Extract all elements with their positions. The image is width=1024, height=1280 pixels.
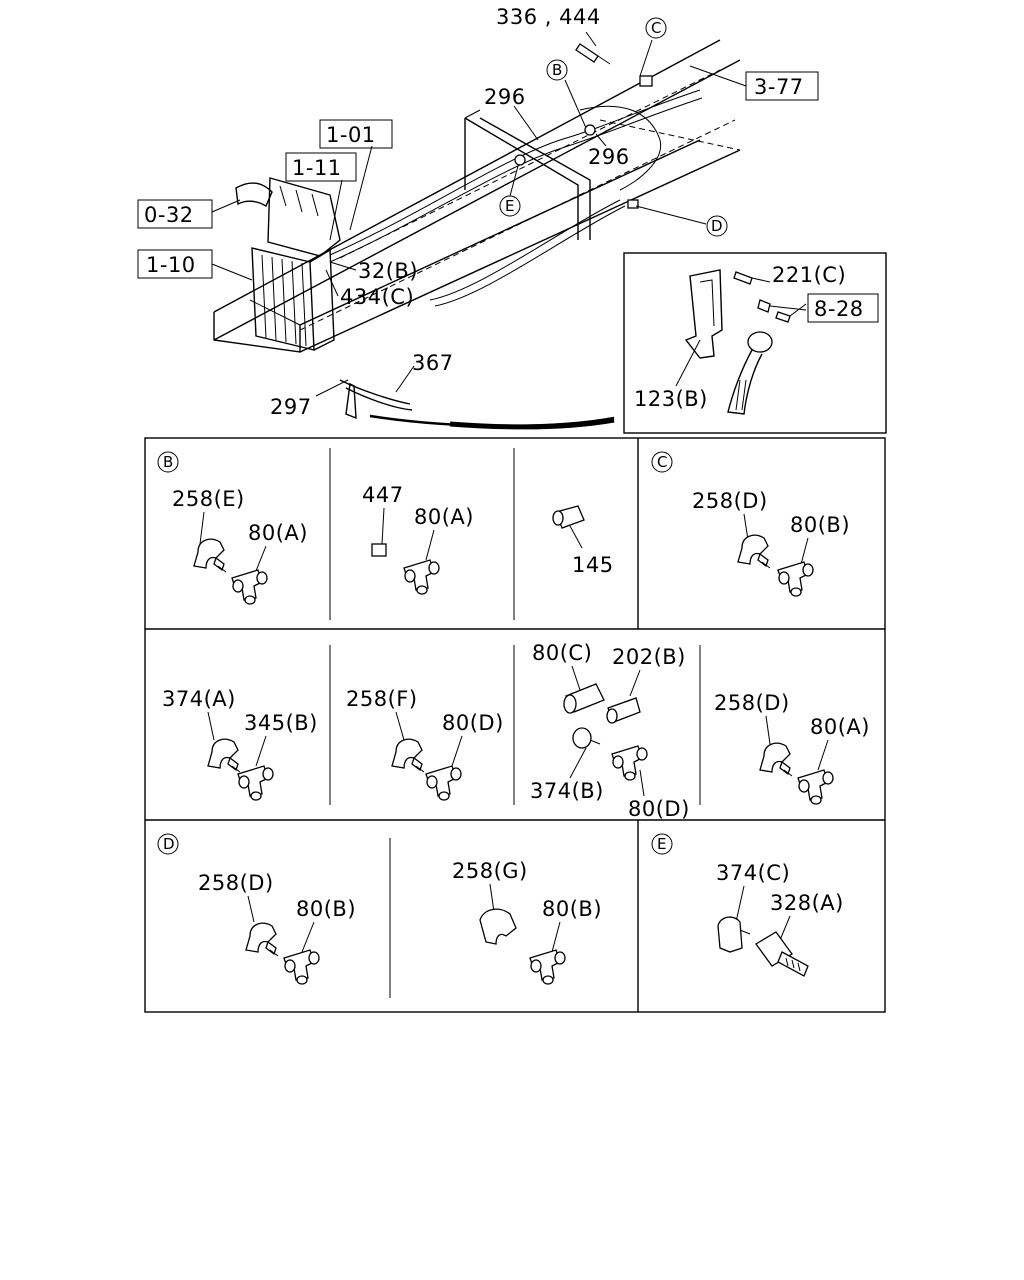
panel-d-letter: D: [157, 833, 179, 855]
circle-marker-b: B: [546, 59, 568, 81]
callout-434c: 434(C): [340, 285, 414, 309]
callout-297: 297: [270, 395, 312, 419]
circle-marker-e: E: [499, 195, 521, 217]
panel-d-cell1-label-b: 80(B): [296, 897, 356, 921]
callout-296-a: 296: [484, 85, 526, 109]
callout-box-0-32: [137, 199, 213, 229]
panel-c-cell1-label-a: 258(D): [692, 489, 768, 513]
panel-d-cell2-label-b: 80(B): [542, 897, 602, 921]
panel-d: D 258(D) 80(B) 258(G) 80(B): [157, 833, 602, 985]
row2-cell4-label-a: 258(D): [714, 691, 790, 715]
panel-b-cell2-label-a: 447: [362, 483, 404, 507]
callout-296-b: 296: [588, 145, 630, 169]
inset-callout-221c: 221(C): [772, 263, 846, 287]
callout-367: 367: [412, 351, 454, 375]
panel-e: E 374(C) 328(A): [651, 833, 844, 977]
inset-callout-box-8-28: [807, 293, 879, 323]
callout-box-1-11: [285, 152, 357, 182]
row2-cell2-label-a: 258(F): [346, 687, 418, 711]
panel-b-cell3-label-a: 145: [572, 553, 614, 577]
panel-grid: [144, 437, 886, 1013]
callout-3-77: 3-77: [754, 75, 804, 99]
callout-1-01: 1-01: [326, 123, 376, 147]
svg-text:E: E: [657, 835, 666, 853]
callout-1-10: 1-10: [146, 253, 196, 277]
row2-cell3-label-d: 80(D): [628, 797, 690, 821]
svg-text:C: C: [651, 19, 661, 37]
callout-1-11: 1-11: [292, 156, 342, 180]
callout-box-1-01: [319, 119, 393, 149]
panel-c-cell1-label-b: 80(B): [790, 513, 850, 537]
svg-text:B: B: [552, 61, 562, 79]
row2-cell3-label-c: 374(B): [530, 779, 604, 803]
inset-callout-8-28: 8-28: [814, 297, 864, 321]
top-leader-lines: [211, 31, 747, 397]
circle-marker-d: D: [706, 215, 728, 237]
svg-text:D: D: [711, 217, 723, 235]
svg-text:B: B: [163, 453, 173, 471]
callout-0-32: 0-32: [144, 203, 194, 227]
callout-32b: 32(B): [358, 259, 418, 283]
panel-c-letter: C: [651, 451, 673, 473]
svg-text:C: C: [657, 453, 667, 471]
panel-b-letter: B: [157, 451, 179, 473]
inset-bracket-drawing: [675, 269, 807, 415]
row2-cell3-label-b: 202(B): [612, 645, 686, 669]
circle-marker-c: C: [645, 17, 667, 39]
svg-text:E: E: [505, 197, 514, 215]
panel-b-cell1-label-b: 80(A): [248, 521, 308, 545]
row2-cell4-label-b: 80(A): [810, 715, 870, 739]
panel-d-cell2-label-a: 258(G): [452, 859, 528, 883]
inset-frame: [623, 252, 887, 434]
svg-text:D: D: [163, 835, 175, 853]
panel-e-letter: E: [651, 833, 673, 855]
panel-e-cell1-label-b: 328(A): [770, 891, 844, 915]
callout-box-1-10: [137, 249, 213, 279]
row2-cell3-label-a: 80(C): [532, 641, 592, 665]
panel-b: B 258(E) 80(A) 447 80(A) 145: [157, 451, 614, 605]
panel-d-cell1-label-a: 258(D): [198, 871, 274, 895]
panel-e-cell1-label-a: 374(C): [716, 861, 790, 885]
panel-row2: 374(A) 345(B) 258(F) 80(D) 80(C) 202(B) …: [162, 641, 870, 821]
callout-box-3-77: [745, 71, 819, 101]
inset-callout-123b: 123(B): [634, 387, 708, 411]
panel-c: C 258(D) 80(B): [651, 451, 850, 597]
callout-336-444: 336 , 444: [496, 5, 601, 29]
chassis-frame-drawing: [213, 39, 741, 430]
row2-cell1-label-b: 345(B): [244, 711, 318, 735]
panel-b-cell2-label-b: 80(A): [414, 505, 474, 529]
row2-cell1-label-a: 374(A): [162, 687, 236, 711]
panel-b-cell1-label-a: 258(E): [172, 487, 245, 511]
row2-cell2-label-b: 80(D): [442, 711, 504, 735]
